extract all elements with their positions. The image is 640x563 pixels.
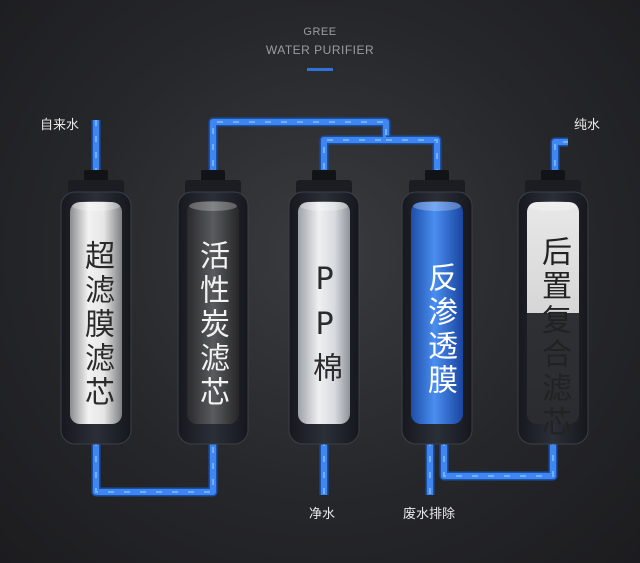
pipe-uf-to-carbon	[93, 440, 216, 495]
pipe-ro-to-post-flow	[443, 440, 554, 477]
filter-unit-activated-carbon	[177, 170, 249, 445]
filter-label-post-composite: 后置复合滤芯	[536, 236, 571, 440]
pipe-uf-to-carbon-flow	[95, 440, 214, 493]
filter-core-top	[300, 201, 348, 211]
filter-core	[298, 202, 350, 424]
brand-accent-bar	[307, 68, 333, 71]
filter-unit-ultrafiltration	[60, 170, 132, 445]
tap-water-label: 自来水	[40, 118, 80, 133]
brand-line-1: GREE	[303, 26, 337, 38]
filter-core-top	[189, 201, 237, 211]
filter-unit-reverse-osmosis	[401, 170, 473, 445]
filter-core-top	[529, 201, 577, 211]
filter-core	[70, 202, 122, 424]
waste-water-label: 废水排除	[403, 507, 456, 522]
filter-label-ultrafiltration: 超滤膜滤芯	[79, 240, 114, 410]
filter-label-pp-cotton: PP棉	[307, 262, 342, 392]
pipe-carbon-to-pp-flow	[212, 121, 387, 198]
filter-label-reverse-osmosis: 反渗透膜	[422, 262, 457, 398]
pipe-pp-to-ro-flow	[386, 139, 438, 198]
clean-water-label: 净水	[309, 507, 336, 522]
filter-label-activated-carbon: 活性炭滤芯	[194, 240, 229, 410]
filter-core-top	[413, 201, 461, 211]
filter-core	[411, 202, 463, 424]
filter-unit-post-composite	[517, 170, 589, 445]
filter-core	[527, 202, 579, 424]
pipe-uf-to-carbon-outer	[91, 440, 218, 497]
pipe-ro-to-post	[441, 440, 556, 479]
filter-core	[187, 202, 239, 424]
pure-water-label: 纯水	[574, 118, 601, 133]
filter-units	[60, 170, 589, 445]
pipe-ro-to-post-outer	[439, 440, 558, 481]
filter-unit-pp-cotton	[288, 170, 360, 445]
brand-line-2: WATER PURIFIER	[265, 43, 375, 57]
filter-core-top	[72, 201, 120, 211]
water-pipes	[91, 117, 568, 497]
